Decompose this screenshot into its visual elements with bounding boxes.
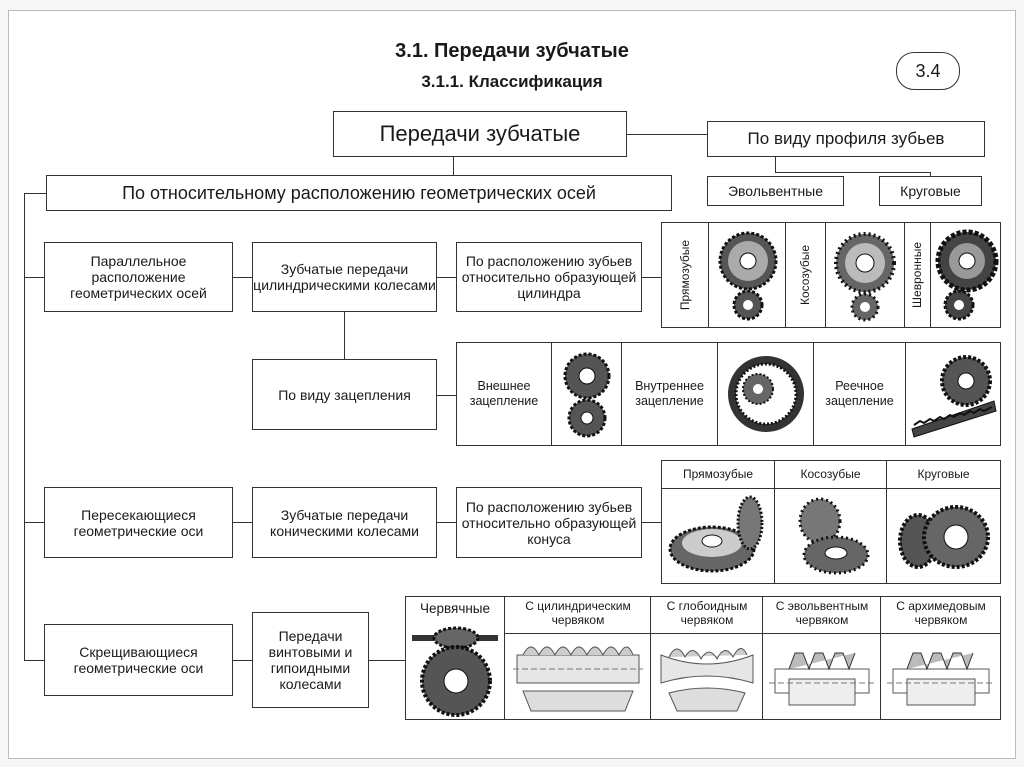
bevel-helical-image xyxy=(774,489,886,583)
globoid-worm-label: С глобоидным червяком xyxy=(651,599,763,634)
bevel-spiral-image xyxy=(886,489,1000,583)
page-number-badge: 3.4 xyxy=(896,52,960,90)
worm-gear-icon xyxy=(412,626,498,717)
bevel-spur-gear-icon xyxy=(668,495,764,573)
mesh-type-node: По виду зацепления xyxy=(252,359,437,430)
cylindrical-gears-node: Зубчатые передачи цилиндрическими колеса… xyxy=(252,242,437,312)
cylinder-teeth-node: По расположению зубьев относительно обра… xyxy=(456,242,642,312)
connector-line xyxy=(453,156,455,176)
archimedean-worm-icon xyxy=(887,652,995,706)
spur-gear-image xyxy=(708,223,785,327)
external-mesh-icon xyxy=(563,352,610,438)
bevel-spur-image xyxy=(662,489,774,583)
globoid-worm-icon xyxy=(660,648,754,712)
rack-mesh-label: Реечное зацепление xyxy=(825,379,894,408)
spur-gear-icon xyxy=(718,231,778,321)
involute-node: Эвольвентные xyxy=(707,176,844,206)
external-mesh-image xyxy=(551,343,621,445)
connector-line xyxy=(930,172,932,177)
connector-line xyxy=(24,277,44,279)
intersecting-axes-node: Пересекающиеся геометрические оси xyxy=(44,487,233,558)
archimedean-worm-label: С архимедовым червяком xyxy=(881,599,1001,634)
connector-line xyxy=(24,193,46,195)
connector-line xyxy=(24,522,44,524)
rack-mesh-image xyxy=(905,343,1000,445)
cylindrical-worm-label: С цилиндрическим червяком xyxy=(505,599,651,634)
crossing-axes-node: Скрещивающиеся геометрические оси xyxy=(44,624,233,696)
internal-mesh-cell: Внутреннее зацепление xyxy=(621,343,717,445)
connector-line xyxy=(775,156,777,173)
involute-worm-icon xyxy=(769,652,875,706)
connector-line xyxy=(232,277,252,279)
screw-hypoid-node: Передачи винтовыми и гипоидными колесами xyxy=(252,612,369,708)
helical-gear-icon xyxy=(834,232,896,322)
axes-node: По относительному расположению геометрич… xyxy=(46,175,672,211)
internal-mesh-label: Внутреннее зацепление xyxy=(635,379,704,408)
archimedean-worm-cell: С архимедовым червяком xyxy=(880,597,1001,719)
bevel-gears-node: Зубчатые передачи коническими колесами xyxy=(252,487,437,558)
connector-line xyxy=(626,134,708,136)
external-mesh-cell: Внешнее зацепление xyxy=(457,343,551,445)
rack-gear-icon xyxy=(911,355,997,438)
page-subtitle: 3.1.1. Классификация xyxy=(421,72,603,91)
circular-node: Круговые xyxy=(879,176,982,206)
connector-line xyxy=(641,522,661,524)
connector-line xyxy=(436,395,456,397)
rack-mesh-cell: Реечное зацепление xyxy=(813,343,905,445)
worm-label: Червячные xyxy=(419,601,491,616)
mesh-types-panel: Внешнее зацепление Внутреннее зацепление… xyxy=(456,342,1001,446)
connector-line xyxy=(232,660,252,662)
internal-mesh-icon xyxy=(727,356,804,432)
connector-line xyxy=(24,660,44,662)
bevel-helical-label: Косозубые xyxy=(774,461,886,489)
teeth-type-cell: Шевронные xyxy=(904,223,930,327)
helical-label: Косозубые xyxy=(798,244,812,305)
connector-line xyxy=(436,277,456,279)
internal-mesh-image xyxy=(717,343,813,445)
connector-line xyxy=(232,522,252,524)
root-node: Передачи зубчатые xyxy=(333,111,627,157)
connector-trunk xyxy=(24,193,26,661)
bevel-spur-label: Прямозубые xyxy=(662,461,774,489)
worm-cell: Червячные xyxy=(406,597,504,719)
cylindrical-worm-icon xyxy=(513,646,643,712)
bevel-types-panel: Прямозубые Косозубые Круговые xyxy=(661,460,1001,584)
herringbone-gear-icon xyxy=(935,229,998,321)
worm-types-panel: Червячные С цилиндрическим червяком С гл… xyxy=(405,596,1001,720)
bevel-spiral-label: Круговые xyxy=(886,461,1000,489)
cone-teeth-node: По расположению зубьев относительно обра… xyxy=(456,487,642,558)
globoid-worm-cell: С глобоидным червяком xyxy=(650,597,763,719)
external-mesh-label: Внешнее зацепление xyxy=(469,379,539,408)
cylindrical-worm-cell: С цилиндрическим червяком xyxy=(504,597,651,719)
teeth-type-cell: Прямозубые xyxy=(662,223,708,327)
bevel-helical-gear-icon xyxy=(798,497,869,575)
page-title: 3.1. Передачи зубчатые xyxy=(395,40,629,62)
parallel-axes-node: Параллельное расположение геометрических… xyxy=(44,242,233,312)
teeth-types-panel: Прямозубые Косозубые Шевронные xyxy=(661,222,1001,328)
involute-worm-cell: С эвольвентным червяком xyxy=(762,597,881,719)
bevel-spiral-gear-icon xyxy=(897,505,990,569)
connector-line xyxy=(641,277,661,279)
profile-node: По виду профиля зубьев xyxy=(707,121,985,157)
connector-line xyxy=(775,172,931,174)
helical-gear-image xyxy=(825,223,904,327)
spur-label: Прямозубые xyxy=(677,239,692,311)
connector-line xyxy=(368,660,406,662)
connector-line xyxy=(436,522,456,524)
connector-line xyxy=(344,311,346,359)
involute-worm-label: С эвольвентным червяком xyxy=(763,599,881,634)
teeth-type-cell: Косозубые xyxy=(785,223,825,327)
herringbone-gear-image xyxy=(930,223,1000,327)
herringbone-label: Шевронные xyxy=(910,242,924,308)
